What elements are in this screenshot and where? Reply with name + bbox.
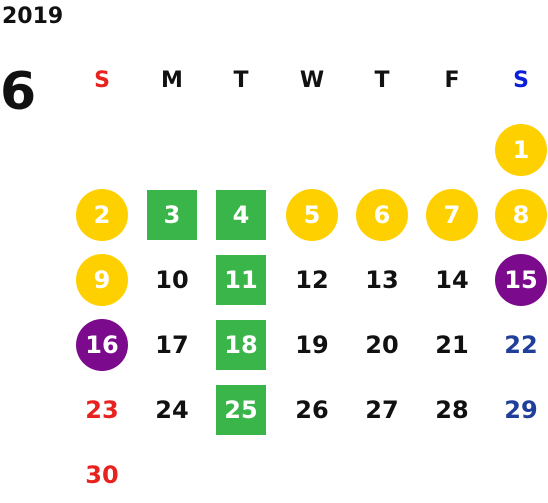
day-number: 11 bbox=[224, 266, 258, 294]
day-number: 19 bbox=[295, 331, 329, 359]
weekday-header: T bbox=[374, 68, 390, 93]
day-number: 4 bbox=[232, 201, 250, 229]
day-number: 25 bbox=[224, 396, 258, 424]
day-cell[interactable]: 16 bbox=[74, 319, 130, 371]
weekday-header: S bbox=[513, 68, 529, 93]
day-cell[interactable]: 5 bbox=[284, 189, 340, 241]
weekday-header: T bbox=[233, 68, 249, 93]
day-number: 14 bbox=[435, 266, 469, 294]
green-square-marker bbox=[216, 320, 266, 370]
weekday-header: M bbox=[161, 68, 183, 93]
yellow-circle-marker bbox=[286, 189, 338, 241]
day-number: 29 bbox=[504, 396, 538, 424]
weekday-header: F bbox=[444, 68, 460, 93]
day-cell[interactable]: 6 bbox=[354, 189, 410, 241]
day-cell[interactable]: 20 bbox=[354, 320, 410, 370]
day-cell[interactable]: 25 bbox=[213, 385, 269, 435]
day-cell[interactable]: 30 bbox=[74, 450, 130, 500]
day-number: 9 bbox=[93, 266, 111, 294]
green-square-marker bbox=[216, 190, 266, 240]
day-number: 24 bbox=[155, 396, 189, 424]
day-number: 26 bbox=[295, 396, 329, 424]
day-cell[interactable]: 23 bbox=[74, 385, 130, 435]
day-number: 17 bbox=[155, 331, 189, 359]
day-cell[interactable]: 3 bbox=[144, 190, 200, 240]
day-number: 22 bbox=[504, 331, 538, 359]
day-cell[interactable]: 17 bbox=[144, 320, 200, 370]
day-cell[interactable]: 11 bbox=[213, 255, 269, 305]
yellow-circle-marker bbox=[495, 124, 547, 176]
day-number: 3 bbox=[163, 201, 181, 229]
day-number: 2 bbox=[93, 201, 111, 229]
month-number: 6 bbox=[0, 62, 37, 122]
purple-circle-marker bbox=[76, 319, 128, 371]
day-number: 27 bbox=[365, 396, 399, 424]
day-number: 7 bbox=[443, 201, 461, 229]
day-cell[interactable]: 8 bbox=[493, 189, 548, 241]
day-cell[interactable]: 4 bbox=[213, 190, 269, 240]
day-cell[interactable]: 9 bbox=[74, 254, 130, 306]
day-number: 15 bbox=[504, 266, 538, 294]
day-cell[interactable]: 1 bbox=[493, 124, 548, 176]
day-cell[interactable]: 21 bbox=[424, 320, 480, 370]
day-number: 5 bbox=[303, 201, 321, 229]
day-cell[interactable]: 29 bbox=[493, 385, 548, 435]
day-cell[interactable]: 10 bbox=[144, 255, 200, 305]
day-cell[interactable]: 24 bbox=[144, 385, 200, 435]
day-cell[interactable]: 22 bbox=[493, 320, 548, 370]
day-number: 1 bbox=[512, 136, 530, 164]
year-label: 2019 bbox=[2, 4, 64, 29]
weekday-header: W bbox=[299, 68, 325, 93]
day-cell[interactable]: 28 bbox=[424, 385, 480, 435]
day-number: 23 bbox=[85, 396, 119, 424]
day-cell[interactable]: 27 bbox=[354, 385, 410, 435]
yellow-circle-marker bbox=[76, 254, 128, 306]
day-number: 30 bbox=[85, 461, 119, 489]
yellow-circle-marker bbox=[76, 189, 128, 241]
day-cell[interactable]: 15 bbox=[493, 254, 548, 306]
yellow-circle-marker bbox=[356, 189, 408, 241]
green-square-marker bbox=[216, 255, 266, 305]
yellow-circle-marker bbox=[495, 189, 547, 241]
green-square-marker bbox=[216, 385, 266, 435]
day-number: 12 bbox=[295, 266, 329, 294]
day-number: 10 bbox=[155, 266, 189, 294]
green-square-marker bbox=[147, 190, 197, 240]
day-cell[interactable]: 7 bbox=[424, 189, 480, 241]
day-cell[interactable]: 14 bbox=[424, 255, 480, 305]
day-number: 28 bbox=[435, 396, 469, 424]
day-cell[interactable]: 18 bbox=[213, 320, 269, 370]
day-cell[interactable]: 19 bbox=[284, 320, 340, 370]
day-number: 8 bbox=[512, 201, 530, 229]
day-cell[interactable]: 26 bbox=[284, 385, 340, 435]
day-cell[interactable]: 13 bbox=[354, 255, 410, 305]
day-cell[interactable]: 2 bbox=[74, 189, 130, 241]
day-number: 20 bbox=[365, 331, 399, 359]
day-number: 13 bbox=[365, 266, 399, 294]
day-cell[interactable]: 12 bbox=[284, 255, 340, 305]
day-number: 16 bbox=[85, 331, 119, 359]
day-number: 21 bbox=[435, 331, 469, 359]
purple-circle-marker bbox=[495, 254, 547, 306]
yellow-circle-marker bbox=[426, 189, 478, 241]
day-number: 6 bbox=[373, 201, 391, 229]
day-number: 18 bbox=[224, 331, 258, 359]
weekday-header: S bbox=[94, 68, 110, 93]
